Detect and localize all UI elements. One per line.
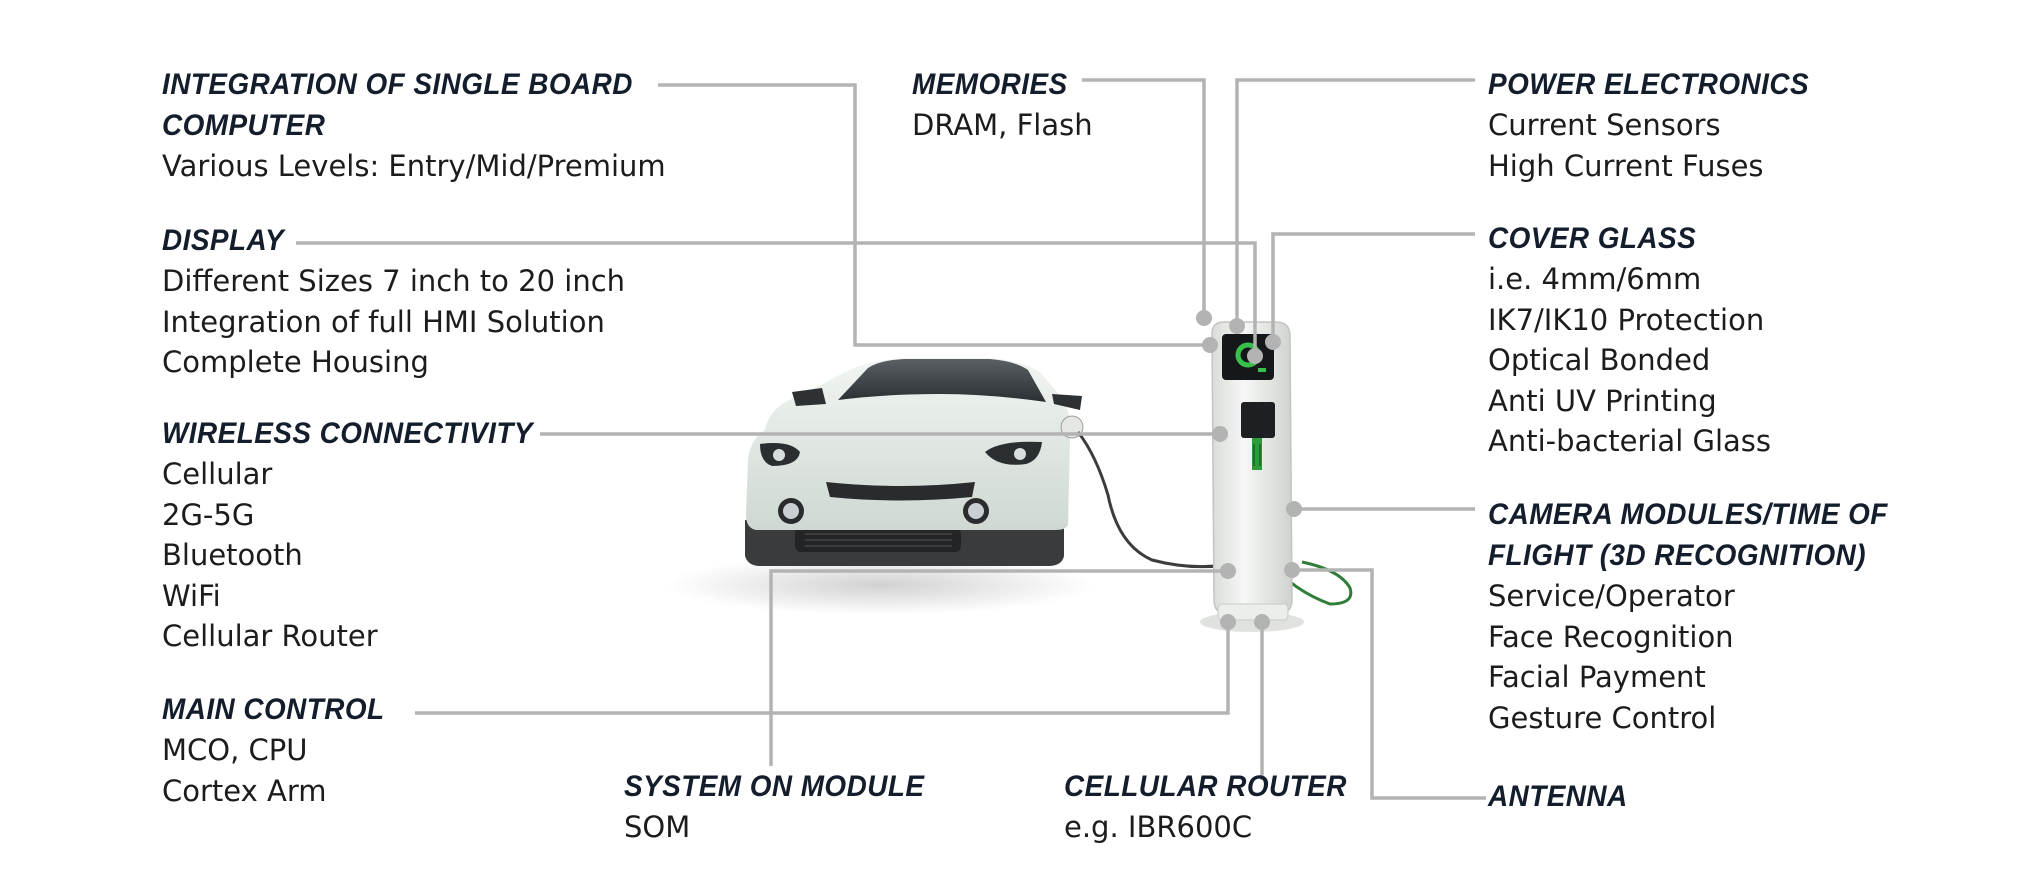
leader-cover-glass [1271,232,1475,342]
callout-line: Anti UV Printing [1488,383,1717,418]
callout-title: MAIN CONTROL [162,693,385,726]
callout-line: 2G-5G [162,497,255,532]
callout-line: Cellular Router [162,619,378,653]
callout-system-on-module: SYSTEM ON MODULE SOM [624,766,947,848]
callout-title-continued: COMPUTER [162,109,326,142]
grille-mesh [805,533,952,547]
callout-wireless-connectivity: WIRELESS CONNECTIVITY Cellular 2G-5G Blu… [162,413,561,657]
leader-lines [296,78,1486,800]
electric-car-illustration [665,358,1095,615]
callout-line: Anti-bacterial Glass [1488,424,1771,458]
callout-line: Current Sensors [1488,108,1721,142]
callout-line: Complete Housing [162,345,429,379]
callout-line: e.g. IBR600C [1064,810,1253,844]
car-windshield [838,359,1046,402]
callout-single-board-computer: INTEGRATION OF SINGLE BOARD COMPUTER Var… [162,64,668,187]
callout-cover-glass: COVER GLASS i.e. 4mm/6mm IK7/IK10 Protec… [1488,218,1771,462]
callout-title-continued: FLIGHT (3D RECOGNITION) [1488,539,1867,572]
callout-title: ANTENNA [1488,780,1628,813]
charging-cable-car [1076,431,1227,569]
leader-display [296,241,1257,356]
callout-line: Various Levels: Entry/Mid/Premium [162,149,666,183]
callout-line: MCO, CPU [162,733,308,767]
leader-som [769,569,1228,766]
callout-line: Gesture Control [1488,700,1717,735]
callout-title: POWER ELECTRONICS [1488,68,1810,101]
callout-memories: MEMORIES DRAM, Flash [912,64,1093,146]
leader-main-control [415,622,1230,715]
callout-line: High Current Fuses [1488,148,1764,183]
callout-main-control: MAIN CONTROL MCO, CPU Cortex Arm [162,689,401,811]
callout-title: WIRELESS CONNECTIVITY [162,417,533,450]
callout-power-electronics: POWER ELECTRONICS Current Sensors High C… [1488,64,1833,186]
callout-line: SOM [624,810,691,844]
station-connector-holder [1241,402,1275,438]
callout-cellular-router: CELLULAR ROUTER e.g. IBR600C [1064,766,1368,848]
callout-camera-modules: CAMERA MODULES/TIME OF FLIGHT (3D RECOGN… [1488,494,1918,738]
leader-power [1235,78,1475,326]
callout-line: Service/Operator [1488,579,1735,613]
callout-title: MEMORIES [912,68,1068,101]
callout-title: COVER GLASS [1488,222,1697,255]
charging-cable-station [1266,559,1353,606]
callout-line: Optical Bonded [1488,343,1711,377]
leader-antenna [1292,568,1486,800]
car-body [746,358,1071,530]
callout-line: WiFi [162,578,221,613]
car-mirror-right [1052,394,1082,410]
leader-endpoints [1196,310,1302,630]
car-mirror-left [792,388,826,406]
callout-title: CAMERA MODULES/TIME OF [1488,498,1888,531]
callout-line: Cellular [162,457,273,491]
callout-title: CELLULAR ROUTER [1064,770,1347,803]
callout-antenna: ANTENNA [1488,776,1638,817]
callout-title: DISPLAY [162,224,285,257]
charging-station-illustration [1200,321,1304,632]
leader-sbc [658,83,1210,347]
callout-title: INTEGRATION OF SINGLE BOARD [162,68,633,101]
headlight-lamp-left [773,449,785,461]
car-headlight-right [985,441,1042,465]
callout-line: DRAM, Flash [912,108,1093,142]
callout-display: DISPLAY Different Sizes 7 inch to 20 inc… [162,220,625,383]
car-grille-upper [826,482,975,501]
callout-line: i.e. 4mm/6mm [1488,262,1702,296]
callout-line: Face Recognition [1488,619,1734,654]
callout-title: SYSTEM ON MODULE [624,770,925,803]
callout-line: IK7/IK10 Protection [1488,302,1765,337]
callout-line: Different Sizes 7 inch to 20 inch [162,264,626,298]
callout-line: Bluetooth [162,538,303,572]
callout-line: Integration of full HMI Solution [162,304,605,339]
callout-line: Facial Payment [1488,660,1706,694]
headlight-lamp-right [1014,448,1026,460]
station-base [1217,603,1289,621]
callout-line: Cortex Arm [162,773,327,808]
leader-memories [1082,78,1206,318]
